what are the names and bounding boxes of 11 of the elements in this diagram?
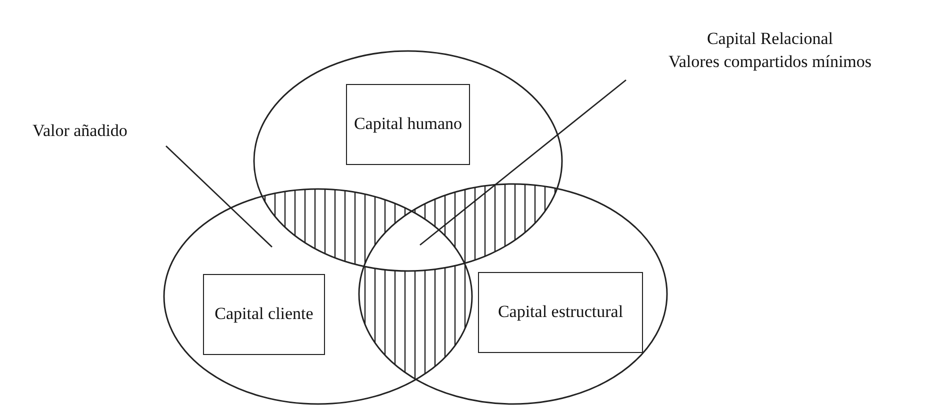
venn-ellipse [358, 183, 668, 405]
callout-text: Valor añadido [32, 120, 128, 142]
leader-line [420, 79, 626, 246]
leader-line [166, 146, 272, 248]
venn-ellipse [163, 188, 473, 405]
capital-box: Capital estructural [478, 272, 643, 353]
venn-ellipse [253, 50, 563, 272]
callout-text: Valores compartidos mínimos [667, 50, 873, 73]
capital-box: Capital humano [346, 84, 470, 165]
callout-text: Capital Relacional [706, 28, 834, 50]
capital-box: Capital cliente [203, 274, 325, 355]
